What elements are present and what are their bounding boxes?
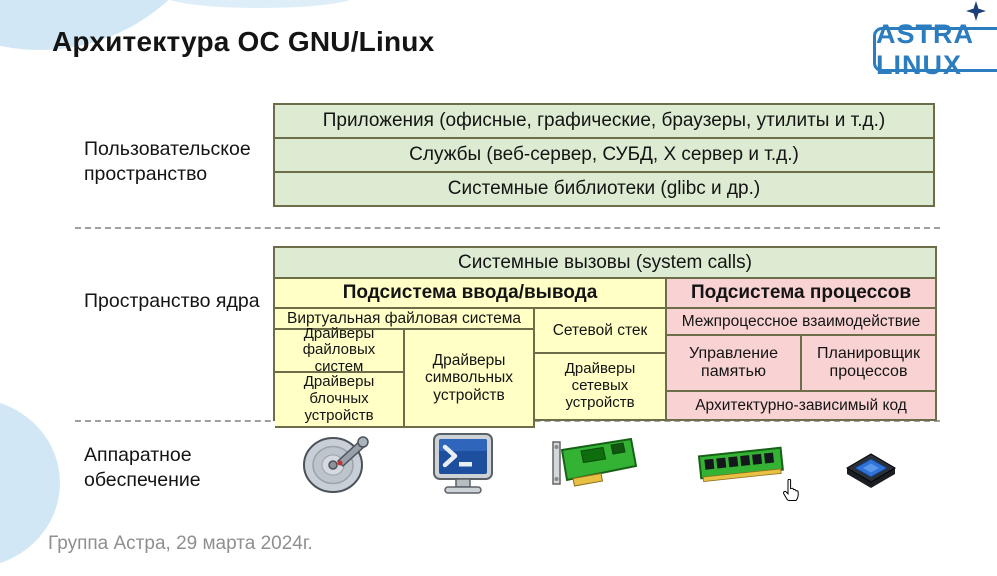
fs-drivers-cell: Драйверы файловых систем [275,325,405,375]
user-space-row-applications: Приложения (офисные, графические, браузе… [273,103,935,139]
arch-code-cell: Архитектурно-зависимый код [667,392,937,421]
user-space-block: Приложения (офисные, графические, браузе… [273,103,935,207]
io-subsystem-header: Подсистема ввода/вывода [275,279,667,309]
vfs-cell: Виртуальная файловая система [275,309,535,331]
dashed-divider-user-kernel [75,227,940,229]
block-drivers-cell: Драйверы блочных устройств [275,373,405,428]
ram-icon [697,446,784,482]
ipc-cell: Межпроцессное взаимодействие [667,309,937,336]
kernel-table: Системные вызовы (system calls) Подсисте… [273,246,937,428]
footer-text: Группа Астра, 29 марта 2024г. [48,533,313,554]
system-calls-row: Системные вызовы (system calls) [275,248,937,279]
scheduler-cell: Планировщик процессов [802,336,937,392]
astra-linux-logo: ASTRA LINUX [873,19,997,80]
io-subsystem: Подсистема ввода/вывода Виртуальная файл… [275,279,667,428]
net-drivers-cell: Драйверы сетевых устройств [535,354,667,421]
decorative-blob-top [165,0,355,8]
char-drivers-cell: Драйверы символьных устройств [405,330,535,428]
process-subsystem-header: Подсистема процессов [667,279,937,309]
user-space-row-services: Службы (веб-сервер, СУБД, X сервер и т.д… [273,137,935,173]
label-hardware: Аппаратное обеспечение [84,444,201,491]
memory-management-cell: Управление памятью [667,336,802,392]
hdd-icon [303,436,369,493]
cursor-hand-icon [783,479,799,501]
label-user-space: Пользовательское пространство [84,138,251,185]
terminal-icon [432,433,493,494]
process-subsystem: Подсистема процессов Межпроцессное взаим… [667,279,937,421]
star-icon [966,1,986,21]
network-stack-cell: Сетевой стек [535,309,667,354]
label-kernel-space: Пространство ядра [84,290,260,312]
page-title: Архитектура ОС GNU/Linux [52,26,435,57]
network-card-icon [552,437,638,487]
user-space-row-libraries: Системные библиотеки (glibc и др.) [273,171,935,207]
logo-text: ASTRA LINUX [876,18,973,80]
hardware-icons-row [300,428,900,500]
cpu-icon [846,453,896,488]
